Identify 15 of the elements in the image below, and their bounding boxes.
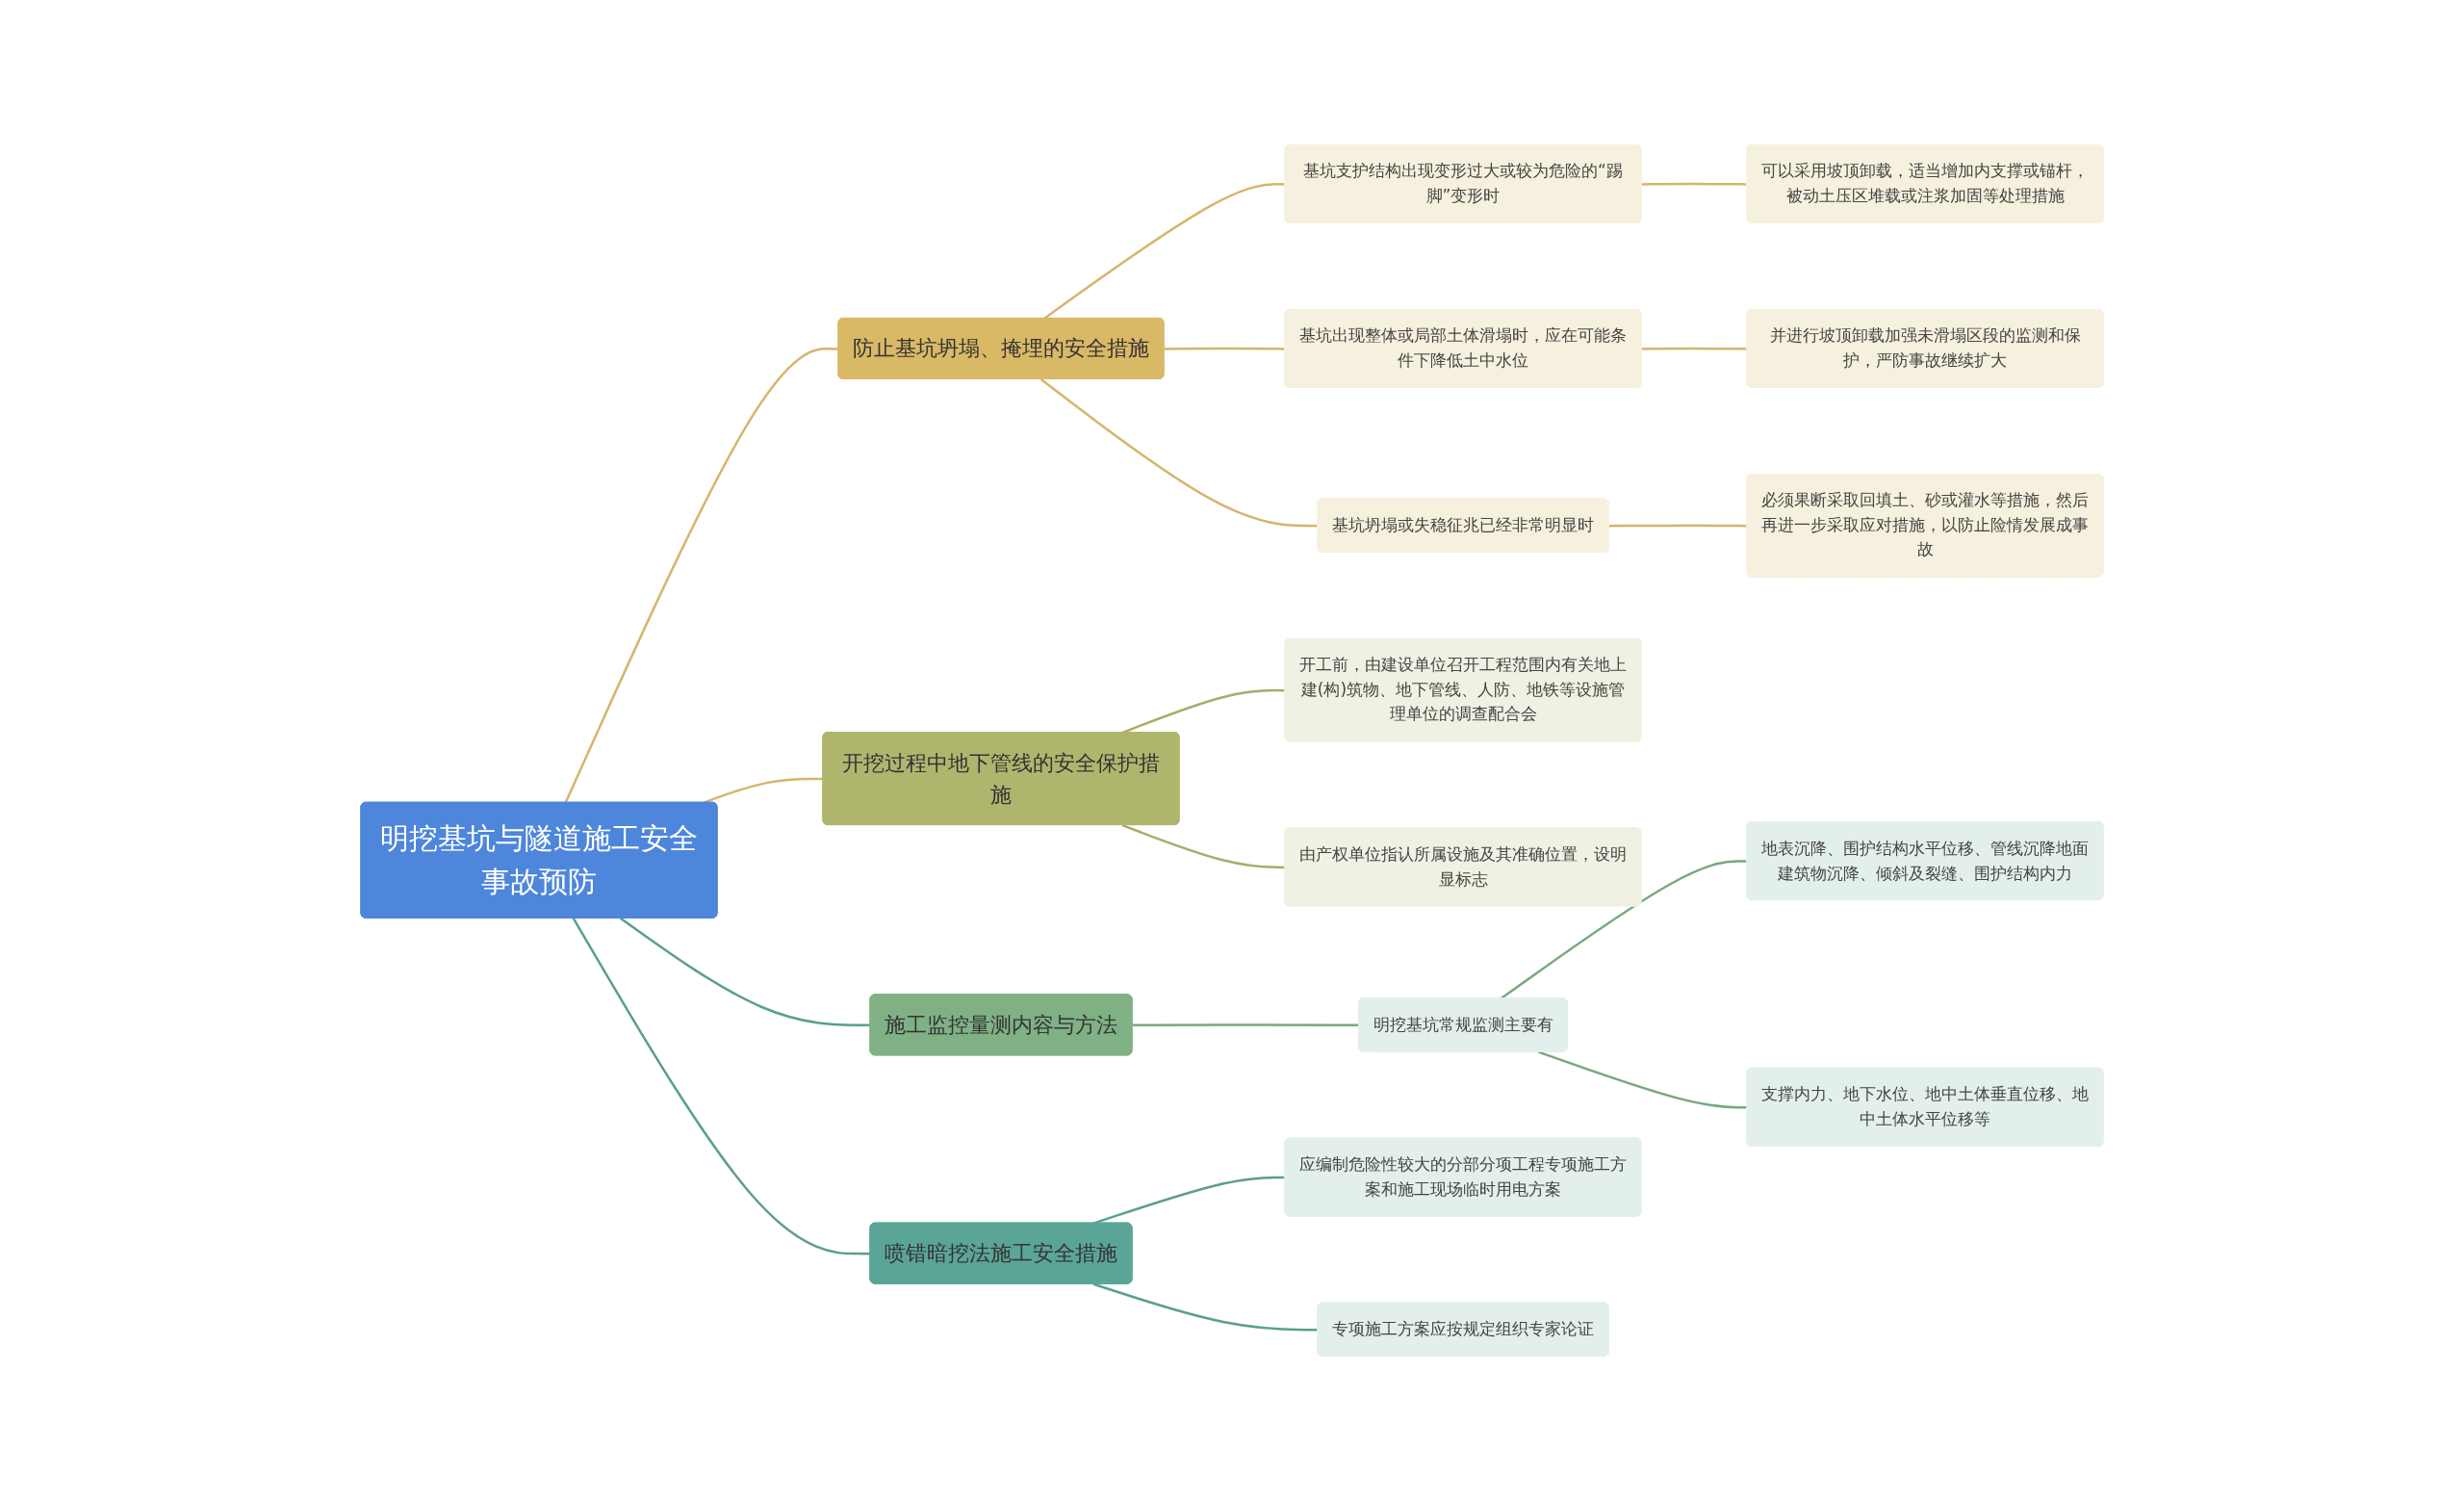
connector: [564, 348, 839, 804]
connector: [572, 918, 871, 1255]
connector: [1092, 1176, 1286, 1225]
connector: [1641, 347, 1748, 350]
connector: [620, 917, 871, 1027]
connector: [1040, 377, 1319, 528]
connector: [703, 777, 824, 804]
connector: [1641, 182, 1748, 186]
connector: [1121, 823, 1286, 869]
connector: [1538, 1050, 1748, 1109]
connector: [1043, 183, 1286, 320]
connector: [1092, 1282, 1319, 1332]
connector: [1608, 524, 1748, 528]
connector: [1132, 1023, 1359, 1027]
connector: [1164, 347, 1286, 350]
